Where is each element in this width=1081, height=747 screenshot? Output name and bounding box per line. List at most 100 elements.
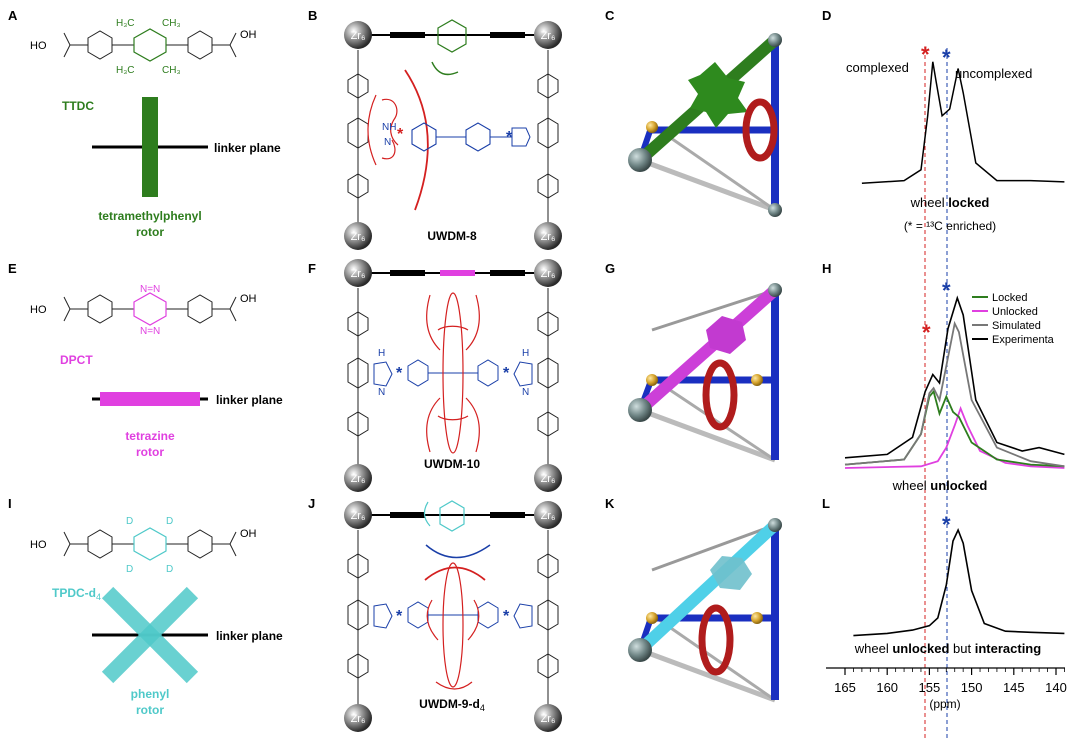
dpct-structure (63, 294, 237, 324)
caption-h: wheel unlocked (892, 478, 988, 493)
x-axis-tick-label: 140 (1045, 680, 1067, 695)
ttdc-ho: HO (30, 40, 47, 52)
phenyl-d4-ring (133, 527, 167, 561)
zr6-label: Zr₆ (541, 30, 556, 42)
spectrum-l: * wheel unlocked but interacting (853, 512, 1065, 656)
dpct-label: DPCT (60, 353, 93, 367)
x-axis-unit: (ppm) (929, 697, 960, 711)
panel-letter-l: L (822, 496, 830, 511)
spectrum-h: * * Locked Unlocked Simulated Experiment… (844, 278, 1065, 493)
blue-asterisk: * (942, 512, 951, 537)
uwdm10-n-left: N (378, 387, 385, 398)
zr6-label: Zr₆ (351, 713, 366, 725)
tetrazine-n-bottom: N=N (140, 326, 160, 337)
zr6-node (534, 501, 562, 529)
x-axis-tick-label: 145 (1003, 680, 1025, 695)
panel-letter-g: G (605, 261, 615, 276)
zr6-node (534, 704, 562, 732)
uwdm8-3d-model (628, 33, 782, 217)
zr6-label: Zr₆ (541, 713, 556, 725)
zr6-label: Zr₆ (541, 510, 556, 522)
phenyl-rotor-label-2: rotor (136, 703, 164, 717)
ttdc-h3c-bottom: H₃C (116, 65, 135, 76)
ttdc-oh: OH (240, 29, 257, 41)
panel-letter-f: F (308, 261, 316, 276)
tetrazine-rotor-label-2: rotor (136, 445, 164, 459)
zr6-node (534, 222, 562, 250)
zr6-label: Zr₆ (351, 268, 366, 280)
tetrazine-ring (133, 292, 167, 326)
caption-l: wheel unlocked but interacting (854, 641, 1041, 656)
label-uncomplexed: uncomplexed (955, 66, 1032, 81)
tpdc-oh: OH (240, 528, 257, 540)
deuterium-label: D (166, 516, 173, 527)
svg-text:*: * (396, 608, 403, 625)
spectrum-h-experimental-trace (844, 295, 1065, 459)
legend-h: Locked Unlocked Simulated Experimenta (972, 292, 1055, 346)
zr6-label: Zr₆ (541, 231, 556, 243)
ttdc-rotor-label-1: tetramethylphenyl (98, 209, 201, 223)
label-complexed: complexed (846, 60, 909, 75)
tetrazine-rotor-bar (100, 392, 200, 406)
spectrum-d: * * complexed uncomplexed wheel locked (… (846, 42, 1065, 740)
x-axis-tick-label: 155 (919, 680, 941, 695)
red-asterisk: * (922, 320, 931, 345)
zr6-node (344, 464, 372, 492)
uwdm10-label: UWDM-10 (424, 457, 480, 471)
panel-letter-i: I (8, 496, 12, 511)
zr6-node (344, 222, 372, 250)
panel-letter-j: J (308, 496, 315, 511)
tetrazine-n-top: N=N (140, 284, 160, 295)
zr6-node (344, 21, 372, 49)
x-axis-tick-label: 160 (876, 680, 898, 695)
uwdm8-nh: NH (382, 122, 396, 133)
deuterium-label: D (126, 564, 133, 575)
uwdm10-framework: * * H N H N (347, 270, 559, 468)
uwdm9-framework: * * (347, 500, 559, 708)
tpdc-label: TPDC-d4 (52, 586, 101, 602)
ttdc-rotor-label-2: rotor (136, 225, 164, 239)
legend-experimental: Experimenta (992, 334, 1055, 346)
panel-letter-d: D (822, 8, 831, 23)
panel-letter-e: E (8, 261, 17, 276)
zr6-label: Zr₆ (541, 473, 556, 485)
svg-text:*: * (503, 365, 510, 382)
linker-plane-label-a: linker plane (214, 141, 281, 155)
uwdm10-n-right: N (522, 387, 529, 398)
dpct-oh: OH (240, 293, 257, 305)
legend-simulated: Simulated (992, 320, 1041, 332)
panel-letter-b: B (308, 8, 317, 23)
ttdc-ch3-top: CH₃ (162, 18, 181, 29)
red-asterisk: * (921, 42, 930, 67)
caption-d: wheel locked (910, 195, 990, 210)
uwdm9-label: UWDM-9-d4 (419, 697, 485, 713)
ttdc-ch3-bottom: CH₃ (162, 65, 181, 76)
zr6-label: Zr₆ (541, 268, 556, 280)
linker-plane-label-e: linker plane (216, 393, 283, 407)
zr6-label: Zr₆ (351, 30, 366, 42)
blue-asterisk: * (942, 45, 951, 70)
uwdm10-3d-model (628, 283, 782, 463)
uwdm10-h-right: H (522, 348, 529, 359)
blue-asterisk: * (942, 278, 951, 303)
zr6-label: Zr₆ (351, 510, 366, 522)
tpdc-structure (63, 529, 237, 559)
ttdc-h3c-top: H₃C (116, 18, 135, 29)
spectrum-h-unlocked-trace (844, 405, 1065, 469)
zr6-node (534, 259, 562, 287)
legend-locked: Locked (992, 292, 1027, 304)
panel-letter-c: C (605, 8, 615, 23)
ttdc-structure (63, 30, 237, 60)
spectrum-h-simulated-trace (844, 320, 1065, 468)
svg-text:*: * (503, 608, 510, 625)
panel-letter-k: K (605, 496, 615, 511)
dpct-ho: HO (30, 304, 47, 316)
deuterium-label: D (126, 516, 133, 527)
tpdc-ho: HO (30, 539, 47, 551)
panel-letter-h: H (822, 261, 831, 276)
svg-text:*: * (506, 129, 513, 146)
phenyl-rotor-bar (101, 586, 199, 684)
